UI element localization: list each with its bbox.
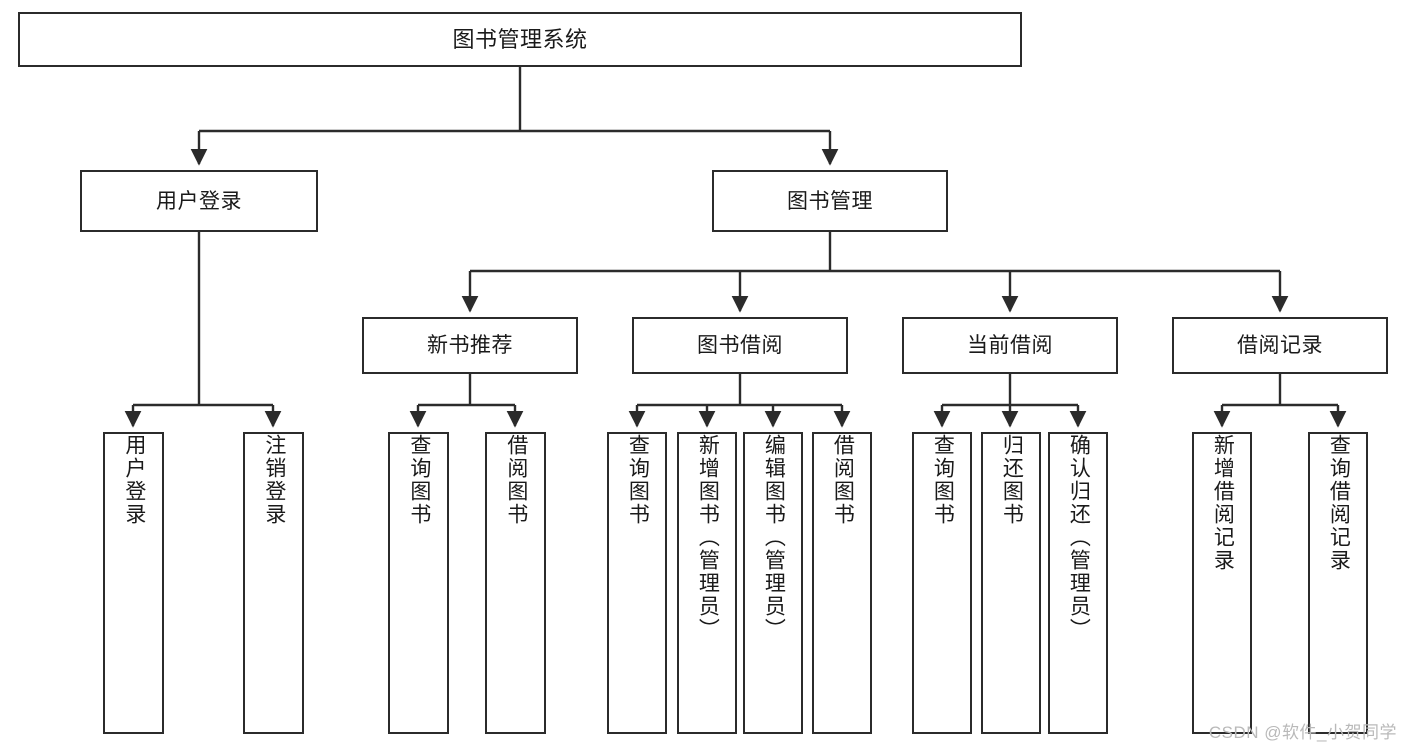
node-root-label: 图书管理系统 <box>452 26 588 52</box>
node-book-borrow[interactable]: 图书借阅 <box>632 317 848 374</box>
leaf-user-login[interactable]: 用户登录 <box>103 432 164 734</box>
leaf-query-record-label: 查询借阅记录 <box>1327 434 1351 572</box>
leaf-borrow-book-2-label: 借阅图书 <box>831 434 855 526</box>
node-book-borrow-label: 图书借阅 <box>697 334 783 357</box>
leaf-query-book-3-label: 查询图书 <box>931 434 955 526</box>
node-borrow-record-label: 借阅记录 <box>1237 334 1323 357</box>
leaf-return-book-label: 归还图书 <box>1000 434 1024 526</box>
node-current-borrow[interactable]: 当前借阅 <box>902 317 1118 374</box>
node-new-book-recommend[interactable]: 新书推荐 <box>362 317 578 374</box>
node-user-login-label: 用户登录 <box>156 189 242 213</box>
leaf-borrow-book-1-label: 借阅图书 <box>504 434 528 526</box>
leaf-logout-login-label: 注销登录 <box>262 434 286 526</box>
leaf-add-record[interactable]: 新增借阅记录 <box>1192 432 1252 734</box>
node-new-book-recommend-label: 新书推荐 <box>427 334 513 357</box>
leaf-query-record[interactable]: 查询借阅记录 <box>1308 432 1368 734</box>
node-borrow-record[interactable]: 借阅记录 <box>1172 317 1388 374</box>
leaf-confirm-return[interactable]: 确认归还（管理员） <box>1048 432 1108 734</box>
leaf-user-login-label: 用户登录 <box>122 434 146 526</box>
leaf-add-record-label: 新增借阅记录 <box>1211 434 1235 572</box>
leaf-confirm-return-label: 确认归还（管理员） <box>1067 434 1091 641</box>
leaf-query-book-2[interactable]: 查询图书 <box>607 432 667 734</box>
leaf-borrow-book-1[interactable]: 借阅图书 <box>485 432 546 734</box>
watermark: CSDN @软件_小贺同学 <box>1208 723 1397 742</box>
leaf-query-book-2-label: 查询图书 <box>626 434 650 526</box>
leaf-borrow-book-2[interactable]: 借阅图书 <box>812 432 872 734</box>
node-book-manage[interactable]: 图书管理 <box>712 170 948 232</box>
node-current-borrow-label: 当前借阅 <box>967 334 1053 357</box>
node-user-login[interactable]: 用户登录 <box>80 170 318 232</box>
leaf-return-book[interactable]: 归还图书 <box>981 432 1041 734</box>
leaf-query-book-1[interactable]: 查询图书 <box>388 432 449 734</box>
leaf-add-book-label: 新增图书（管理员） <box>696 434 720 641</box>
node-root[interactable]: 图书管理系统 <box>18 12 1022 67</box>
leaf-edit-book-label: 编辑图书（管理员） <box>762 434 786 641</box>
leaf-add-book[interactable]: 新增图书（管理员） <box>677 432 737 734</box>
leaf-query-book-3[interactable]: 查询图书 <box>912 432 972 734</box>
node-book-manage-label: 图书管理 <box>787 189 873 213</box>
leaf-logout-login[interactable]: 注销登录 <box>243 432 304 734</box>
leaf-edit-book[interactable]: 编辑图书（管理员） <box>743 432 803 734</box>
leaf-query-book-1-label: 查询图书 <box>407 434 431 526</box>
